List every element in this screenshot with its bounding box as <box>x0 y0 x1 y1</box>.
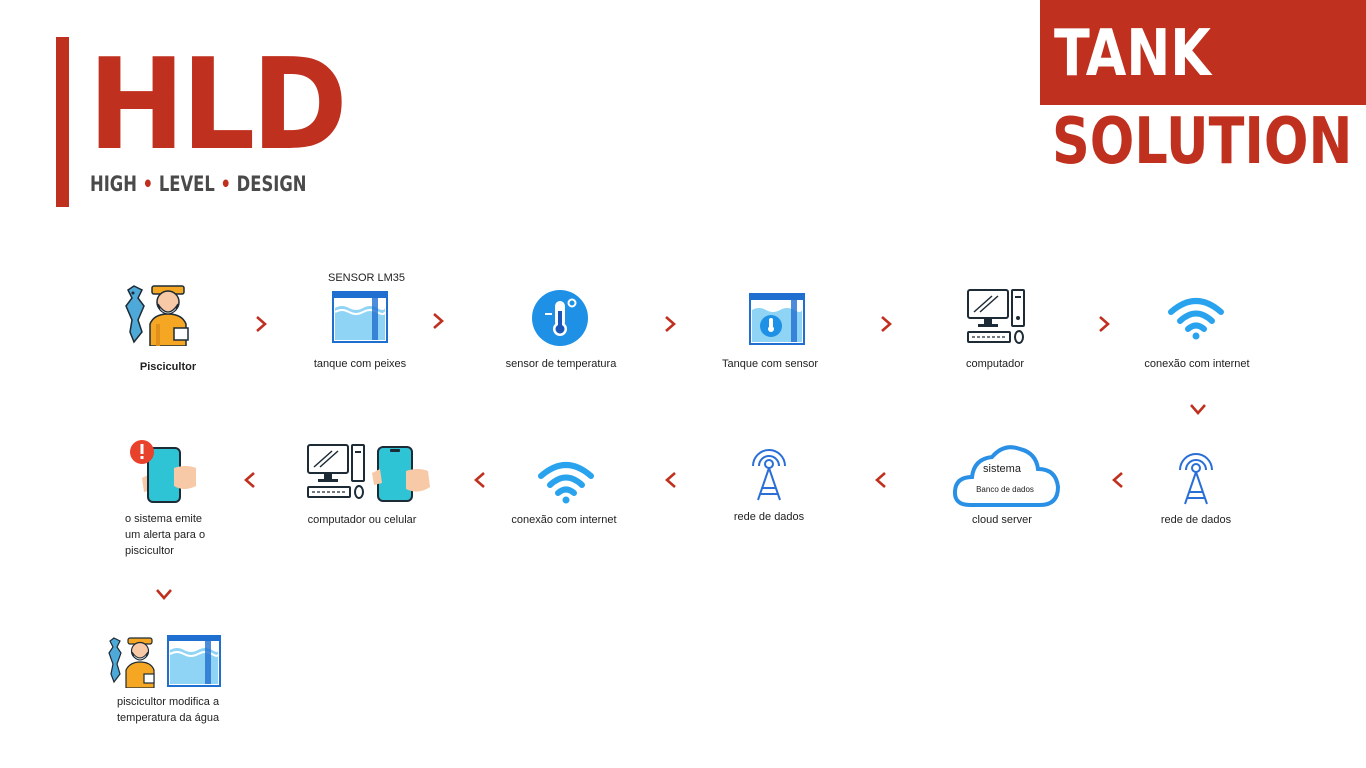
label-alerta-line2: um alerta para o <box>125 529 206 541</box>
tank-with-sensor-icon <box>749 292 805 351</box>
computer-icon <box>966 288 1028 351</box>
arrow-left-icon <box>870 469 892 491</box>
computer-phone-icon <box>306 443 432 508</box>
arrow-down-icon <box>1187 398 1209 420</box>
label-computador: computador <box>965 358 1025 370</box>
label-alerta: o sistema emite um alerta para o piscicu… <box>125 511 205 559</box>
arrow-left-icon <box>1107 469 1129 491</box>
label-modifica: piscicultor modifica a temperatura da ág… <box>117 694 219 726</box>
logo-tagline-design: DESIGN <box>236 172 307 196</box>
label-modifica-line2: temperatura da água <box>117 712 220 724</box>
arrow-left-icon <box>660 469 682 491</box>
cloud-title: sistema <box>983 463 1021 475</box>
arrow-right-icon <box>875 313 897 335</box>
arrow-right-icon <box>250 313 272 335</box>
label-conexao-com-internet-2: conexão com internet <box>511 514 617 526</box>
antenna-icon <box>746 444 792 507</box>
cloud-subtitle: Banco de dados <box>976 485 1034 494</box>
arrow-left-icon <box>469 469 491 491</box>
title-banner <box>1040 0 1366 105</box>
label-cloud-server: cloud server <box>972 514 1032 526</box>
label-sensor-de-temperatura: sensor de temperatura <box>505 358 617 370</box>
logo-accent-bar <box>56 37 69 207</box>
label-tanque-com-sensor: Tanque com sensor <box>722 358 818 370</box>
arrow-right-icon <box>659 313 681 335</box>
logo-tagline-level: LEVEL <box>158 172 215 196</box>
label-tanque-com-peixes: tanque com peixes <box>313 358 407 370</box>
arrow-left-icon <box>239 469 261 491</box>
title-solution: SOLUTION <box>1052 105 1353 179</box>
logo-dot-1: • <box>142 172 154 196</box>
fish-tank-icon <box>332 290 388 349</box>
label-piscicultor: Piscicultor <box>139 361 197 373</box>
label-modifica-line1: piscicultor modifica a <box>117 696 220 708</box>
wifi-icon <box>537 460 595 509</box>
thermometer-icon <box>531 289 589 352</box>
arrow-right-icon <box>1093 313 1115 335</box>
cloud-icon <box>952 441 1062 514</box>
label-alerta-line3: piscicultor <box>125 545 174 557</box>
logo-dot-2: • <box>220 172 231 196</box>
label-rede-de-dados-middle: rede de dados <box>733 511 805 523</box>
caption-sensor-lm35: SENSOR LM35 <box>328 272 406 284</box>
logo-hld: HLD <box>88 31 348 178</box>
fisherman-icon <box>124 280 202 351</box>
logo-tagline-high: HIGH <box>90 172 137 196</box>
label-computador-ou-celular: computador ou celular <box>307 514 417 526</box>
arrow-right-icon <box>427 310 449 332</box>
antenna-icon <box>1173 448 1219 511</box>
label-conexao-com-internet: conexão com internet <box>1144 358 1250 370</box>
wifi-icon <box>1167 296 1225 345</box>
label-alerta-line1: o sistema emite <box>125 513 203 525</box>
fisherman-tank-icon <box>108 634 222 693</box>
logo-tagline: HIGH • LEVEL • DESIGN <box>90 172 307 196</box>
label-rede-de-dados-right: rede de dados <box>1160 514 1232 526</box>
arrow-down-icon <box>153 583 175 605</box>
title-tank: TANK <box>1054 17 1211 91</box>
phone-alert-icon <box>128 438 200 511</box>
